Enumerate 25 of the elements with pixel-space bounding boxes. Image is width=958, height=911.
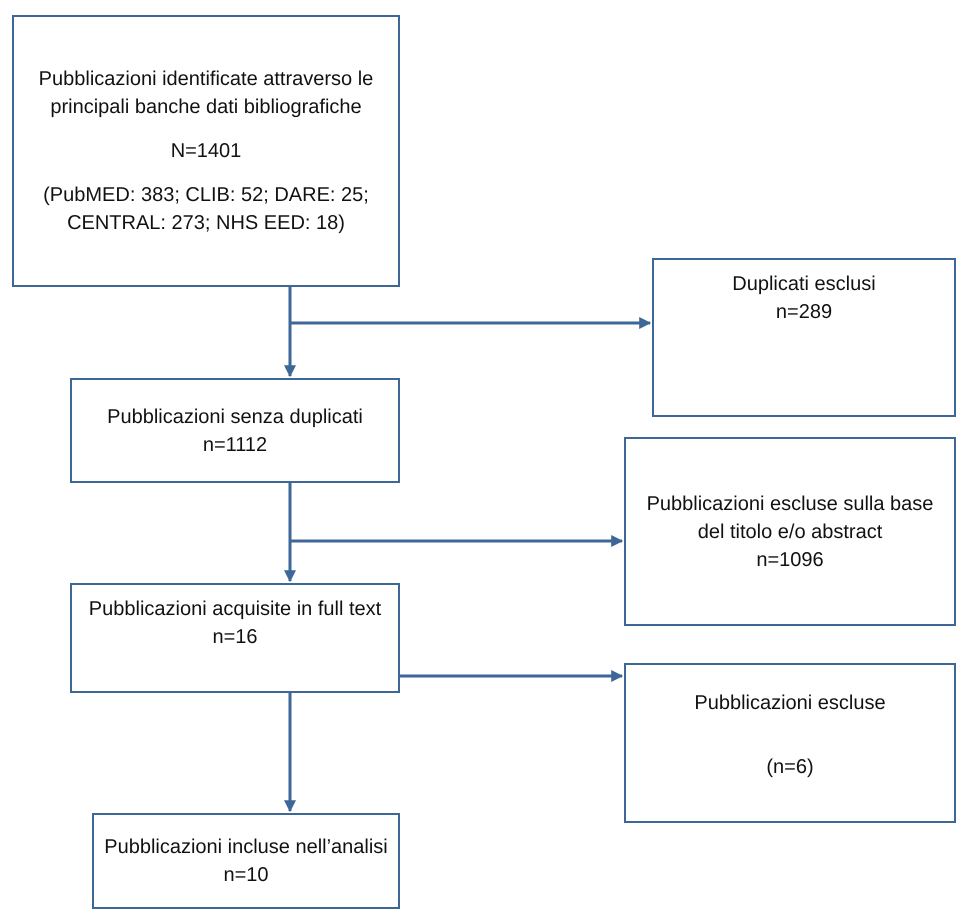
box-text: n=16 bbox=[212, 625, 258, 650]
box-text: Pubblicazioni identificate attraverso le principali banche dati bibliografiche bbox=[38, 67, 374, 120]
box-text: N=1401 bbox=[170, 139, 242, 164]
box-text: Pubblicazioni senza duplicati bbox=[107, 404, 363, 430]
box-text: (n=6) bbox=[766, 755, 814, 780]
box-text: Pubblicazioni acquisite in full text bbox=[88, 597, 382, 622]
box-text: Duplicati esclusi bbox=[732, 272, 876, 297]
process-box bbox=[92, 813, 400, 909]
process-box bbox=[652, 258, 956, 417]
box-text: Pubblicazioni incluse nell’analisi bbox=[104, 835, 388, 860]
box-text: n=10 bbox=[223, 863, 269, 888]
box-text: n=1096 bbox=[756, 548, 824, 572]
process-box bbox=[70, 378, 400, 483]
process-box bbox=[12, 15, 400, 287]
box-text: n=1112 bbox=[202, 432, 268, 458]
arrow bbox=[288, 483, 624, 547]
process-box bbox=[70, 583, 400, 693]
process-box bbox=[624, 437, 956, 626]
arrow bbox=[288, 287, 652, 329]
box-text: n=289 bbox=[776, 300, 832, 325]
box-text: Pubblicazioni escluse bbox=[694, 691, 886, 716]
arrow bbox=[284, 693, 296, 812]
arrow bbox=[400, 670, 624, 682]
box-text: (PubMED: 383; CLIB: 52; DARE: 25; CENTRAL: 273; NHS EED: 18) bbox=[42, 183, 370, 236]
process-box bbox=[624, 663, 956, 823]
